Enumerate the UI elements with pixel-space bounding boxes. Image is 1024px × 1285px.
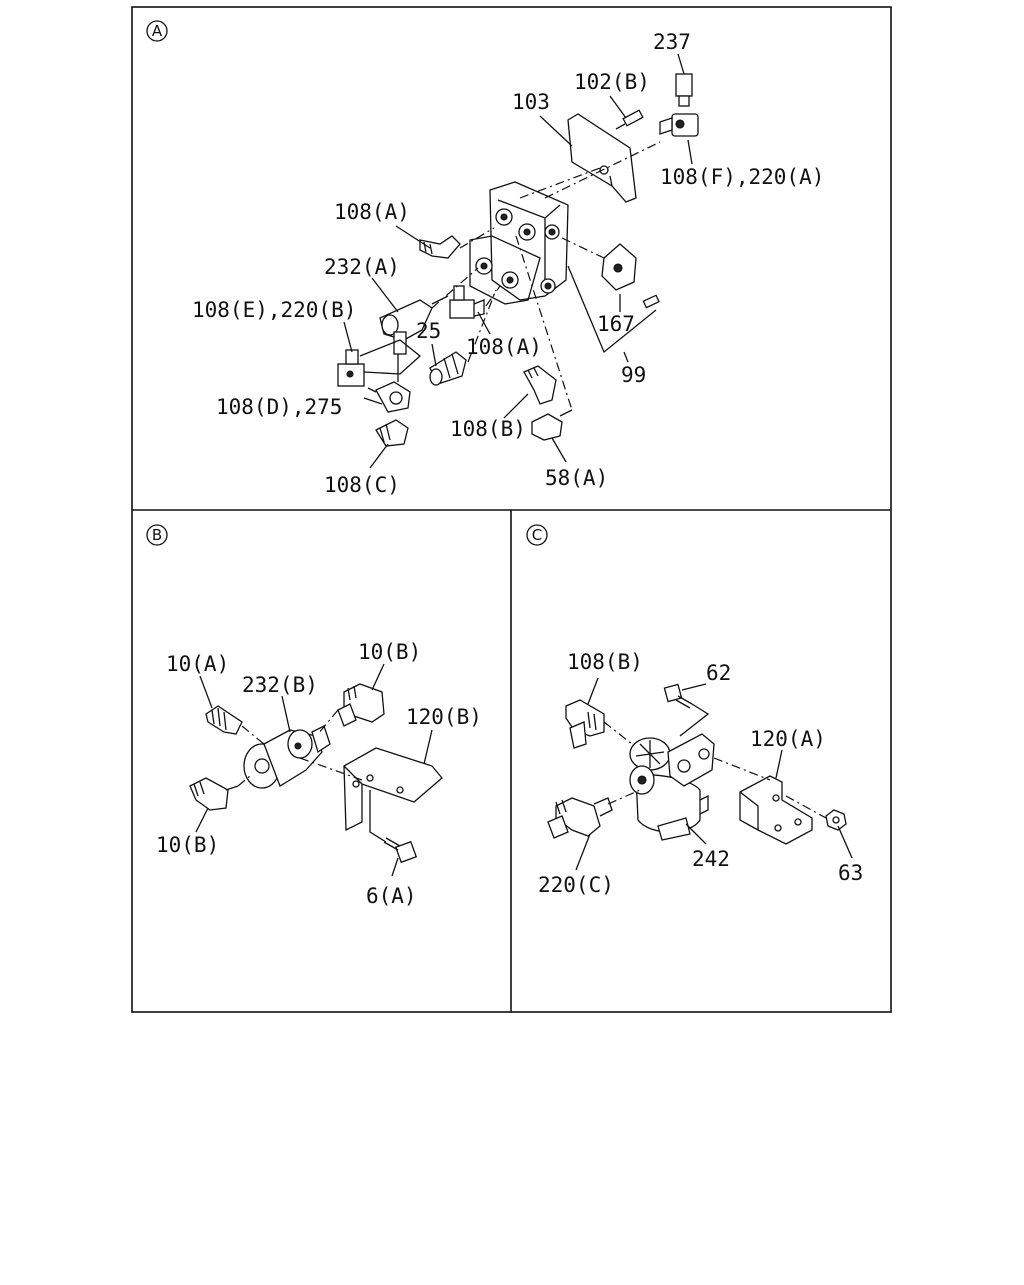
- fitting-108c: [375, 419, 409, 447]
- label-232a: 232(A): [324, 255, 400, 279]
- bracket-167: [601, 243, 660, 309]
- label-25: 25: [416, 319, 441, 343]
- labels-b: 10(A) 10(B) 232(B) 120(B) 10(B) 6(A): [156, 640, 482, 908]
- nut-63: [825, 809, 847, 831]
- valve-body: [469, 181, 569, 305]
- assembly-lines-b: [237, 709, 387, 843]
- label-108a-middle: 108(A): [466, 335, 542, 359]
- label-6a: 6(A): [366, 884, 417, 908]
- label-108d-275: 108(D),275: [216, 395, 342, 419]
- label-102b: 102(B): [574, 70, 650, 94]
- label-167: 167: [597, 312, 635, 336]
- label-10a: 10(A): [166, 652, 229, 676]
- tee-220c: [547, 797, 613, 839]
- panel-a-marker: A: [146, 20, 168, 42]
- filter-242: [629, 733, 715, 841]
- elbow-108b: [523, 365, 557, 405]
- sensor-25: [429, 351, 467, 386]
- panel-a: A: [146, 20, 824, 497]
- fitting-108d: [367, 381, 411, 413]
- bracket-120b: [343, 747, 443, 832]
- label-108a-upper: 108(A): [334, 200, 410, 224]
- elbow-10b-upper: [337, 683, 385, 727]
- connector-232b: [243, 725, 331, 789]
- diagram-frame: [131, 6, 892, 1013]
- bolt-6a: [383, 837, 418, 864]
- part-237: [675, 73, 693, 107]
- assembly-lines-c: [603, 703, 827, 819]
- labels-c: 108(B) 62 120(A) 220(C) 242 63: [538, 650, 863, 897]
- nipple-10a: [205, 705, 243, 735]
- label-63: 63: [838, 861, 863, 885]
- tee-fitting-108f: [659, 113, 699, 137]
- label-103: 103: [512, 90, 550, 114]
- label-99: 99: [621, 363, 646, 387]
- bracket-120a: [739, 775, 813, 845]
- panel-b: B: [146, 524, 482, 908]
- label-108f-220a: 108(F),220(A): [660, 165, 824, 189]
- label-232b: 232(B): [242, 673, 318, 697]
- fitting-58a: [531, 409, 573, 441]
- bracket-103: [567, 113, 637, 203]
- label-108b-c: 108(B): [567, 650, 643, 674]
- label-108e-220b: 108(E),220(B): [192, 298, 356, 322]
- elbow-108a-upper: [419, 235, 461, 259]
- panel-b-marker: B: [146, 524, 168, 546]
- connector-232a: [379, 295, 449, 355]
- label-237: 237: [653, 30, 691, 54]
- leaders-b: [195, 663, 433, 877]
- panel-c: C: [526, 524, 863, 897]
- svg-text:A: A: [152, 22, 163, 40]
- label-58a: 58(A): [545, 466, 608, 490]
- leaders-a: [343, 53, 693, 469]
- leaders-c: [575, 677, 853, 871]
- label-108b: 108(B): [450, 417, 526, 441]
- label-120a: 120(A): [750, 727, 826, 751]
- label-220c: 220(C): [538, 873, 614, 897]
- label-120b: 120(B): [406, 705, 482, 729]
- assembly-lines-a: [359, 141, 661, 411]
- label-62: 62: [706, 661, 731, 685]
- elbow-108b-c: [565, 699, 605, 749]
- elbow-10b-lower: [189, 777, 239, 811]
- labels-a: 237 102(B) 103 108(F),220(A) 108(A) 232(…: [192, 30, 824, 497]
- label-10b-lower: 10(B): [156, 833, 219, 857]
- bolt-102b: [615, 109, 644, 130]
- label-108c: 108(C): [324, 473, 400, 497]
- svg-text:B: B: [152, 526, 162, 544]
- label-10b-upper: 10(B): [358, 640, 421, 664]
- bolt-62: [663, 683, 693, 709]
- panel-c-marker: C: [526, 524, 548, 546]
- label-242: 242: [692, 847, 730, 871]
- svg-text:C: C: [532, 526, 542, 544]
